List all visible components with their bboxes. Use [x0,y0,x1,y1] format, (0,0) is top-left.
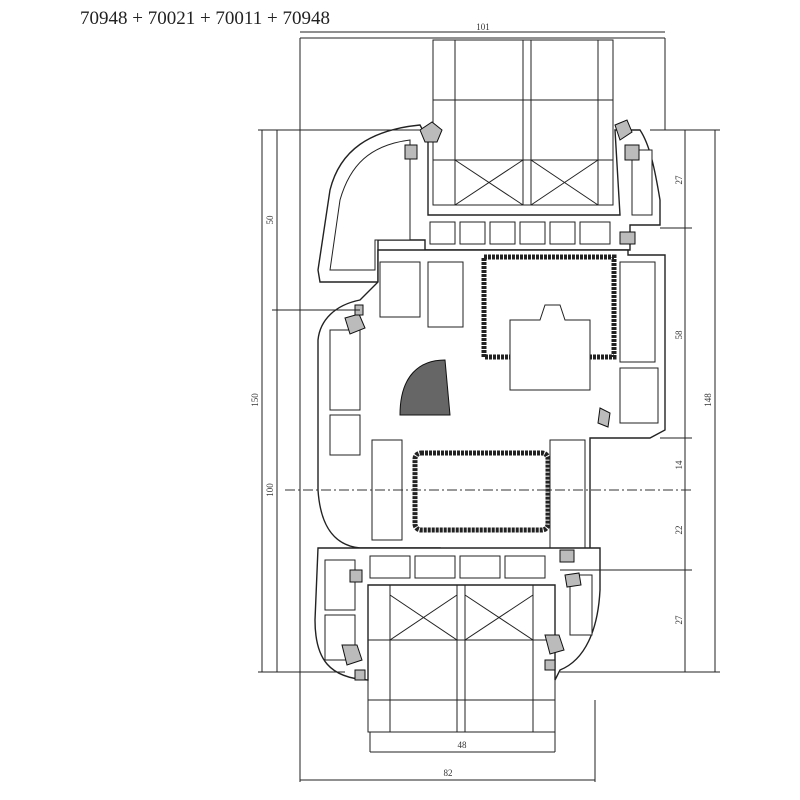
dim-right-upper-mid: 58 [674,330,684,340]
dim-right-center-upper: 14 [674,460,684,470]
drawing-title: 70948 + 70021 + 70011 + 70948 [80,8,330,29]
dim-right-center-lower: 22 [674,526,684,535]
dim-bottom-total-width: 82 [444,768,453,778]
dimension-lines [261,31,716,781]
dim-right-top: 27 [674,175,684,185]
dim-right-bottom: 27 [674,615,684,625]
top-glass-unit [432,39,614,206]
lower-sash-profile [314,547,601,681]
dim-left-total: 150 [250,393,260,407]
mullion-profile [317,249,666,561]
center-gasket [399,359,451,416]
extension-lines [258,37,720,782]
dim-bottom-glass-width: 48 [458,740,468,750]
dim-left-lower: 100 [265,483,275,497]
seal-gaskets [341,119,640,681]
dim-top-width: 101 [476,22,490,32]
steel-reinforcement-lower [412,450,551,533]
upper-sash-profile [317,124,661,283]
dim-right-total: 148 [703,393,713,407]
dim-left-upper: 50 [265,215,275,225]
bottom-glass-unit [367,584,556,733]
